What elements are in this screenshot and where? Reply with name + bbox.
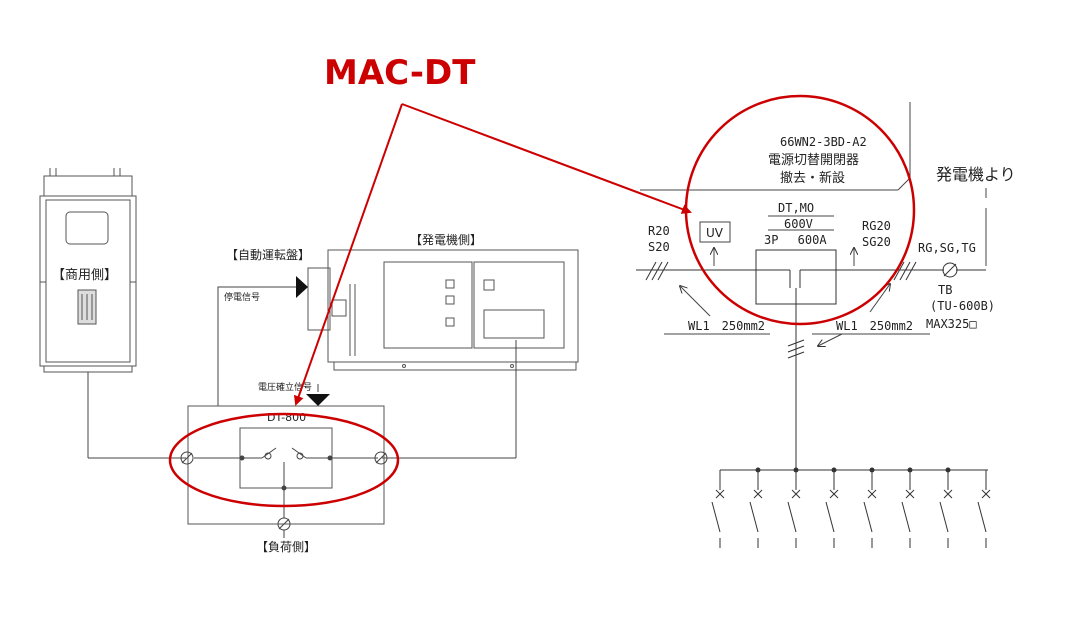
r20-label: R20 (648, 224, 670, 238)
uv-label: UV (706, 226, 724, 240)
voltage-signal-arrowhead (306, 394, 330, 406)
rating-label: 3P 600A (764, 233, 827, 247)
breaker-switch (825, 501, 835, 533)
s20-label: S20 (648, 240, 670, 254)
branch-feeders (711, 467, 991, 548)
wl-right-label: WL1 250mm2 (836, 319, 913, 333)
outage-signal-arrowhead (296, 276, 308, 298)
breaker-switch (711, 501, 721, 533)
rg20-label: RG20 (862, 219, 891, 233)
voltage-label: 600V (784, 217, 813, 231)
dt800-switch-contacts (180, 447, 388, 538)
auto-panel-box (307, 267, 331, 331)
commercial-side-label: 【商用側】 (52, 268, 117, 283)
rg-sg-tg-label: RG,SG,TG (918, 241, 976, 255)
breaker-cross (981, 489, 991, 499)
breaker-switch (901, 501, 911, 533)
generator-side-label: 【発電機側】 (410, 232, 482, 247)
breaker-cross (753, 489, 763, 499)
bus-node (755, 467, 761, 473)
breaker-cross (715, 489, 725, 499)
tb-terminal (942, 262, 958, 278)
uv-box (699, 221, 731, 243)
breaker-switch (977, 501, 987, 533)
callout-arrows (293, 103, 692, 406)
wl-right-arrow-down (818, 333, 843, 346)
breaker-cross (943, 489, 953, 499)
switch-model-label: 66WN2-3BD-A2 (780, 135, 867, 149)
breaker-cross (791, 489, 801, 499)
dt-mo-label: DT,MO (778, 201, 814, 215)
bus-node (831, 467, 837, 473)
breaker-cross (829, 489, 839, 499)
bus-node (793, 467, 799, 473)
right-diagram-frame (640, 102, 911, 191)
breaker-switch (787, 501, 797, 533)
switch-highlight (684, 94, 916, 326)
sg20-label: SG20 (862, 235, 891, 249)
main-bus (636, 249, 986, 470)
switch-name-label: 電源切替開閉器 (768, 153, 859, 168)
breaker-switch (939, 501, 949, 533)
bus-node (869, 467, 875, 473)
left-wiring (87, 286, 517, 459)
auto-panel-label: 【自動運転盤】 (226, 248, 310, 262)
switch-note-label: 撤去・新設 (780, 170, 845, 186)
load-side-label: 【負荷側】 (256, 540, 316, 554)
breaker-switch (863, 501, 873, 533)
tb-label: TB (938, 283, 952, 297)
wl-left-label: WL1 250mm2 (688, 319, 765, 333)
breaker-switch (749, 501, 759, 533)
breaker-cross (905, 489, 915, 499)
bus-node (907, 467, 913, 473)
outage-signal-label: 停電信号 (224, 291, 260, 303)
voltage-signal-label: 電圧確立信号 (258, 381, 312, 393)
from-generator-label: 発電機より (936, 165, 1016, 184)
generator-unit (327, 249, 579, 371)
breaker-cross (867, 489, 877, 499)
tb-model-label: (TU-600B) (930, 299, 995, 313)
wl-right-arrow-up (869, 284, 890, 313)
dt800-highlight (168, 412, 400, 508)
title: MAC-DT (324, 53, 476, 93)
bus-node (945, 467, 951, 473)
wl-left-arrow (680, 286, 711, 317)
tb-max-label: MAX325□ (926, 317, 977, 331)
